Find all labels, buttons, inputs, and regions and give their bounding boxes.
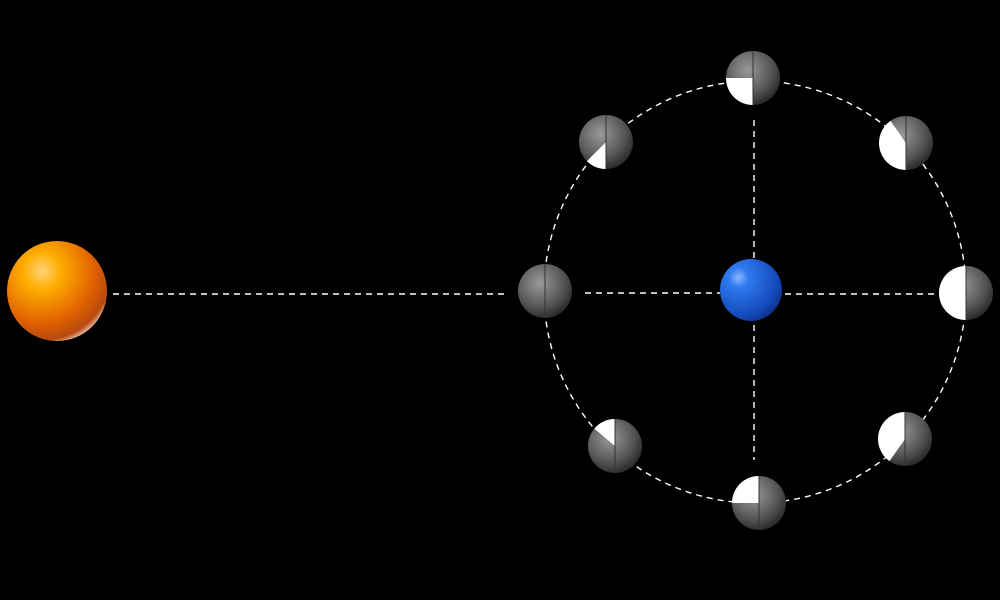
moon-lit-portion (878, 411, 905, 462)
moon-waxing-gibbous (879, 116, 933, 170)
sun (7, 241, 107, 341)
moon-waning-crescent (588, 419, 642, 473)
moon-lit-portion (726, 78, 753, 105)
moon-new-moon (518, 264, 572, 318)
moon-lit-portion (594, 419, 615, 446)
moon-lit-portion (732, 476, 759, 503)
moon-lit-portion (939, 266, 966, 320)
moon-first-quarter (726, 51, 780, 105)
moon-lit-portion (879, 120, 906, 170)
moon-lit-portion (586, 142, 606, 169)
moon-full-moon (939, 266, 993, 320)
moon-waning-gibbous (878, 411, 932, 466)
moon-last-quarter (732, 476, 786, 530)
moon-waxing-crescent (579, 115, 633, 169)
earth (720, 259, 782, 321)
moons (518, 51, 993, 530)
